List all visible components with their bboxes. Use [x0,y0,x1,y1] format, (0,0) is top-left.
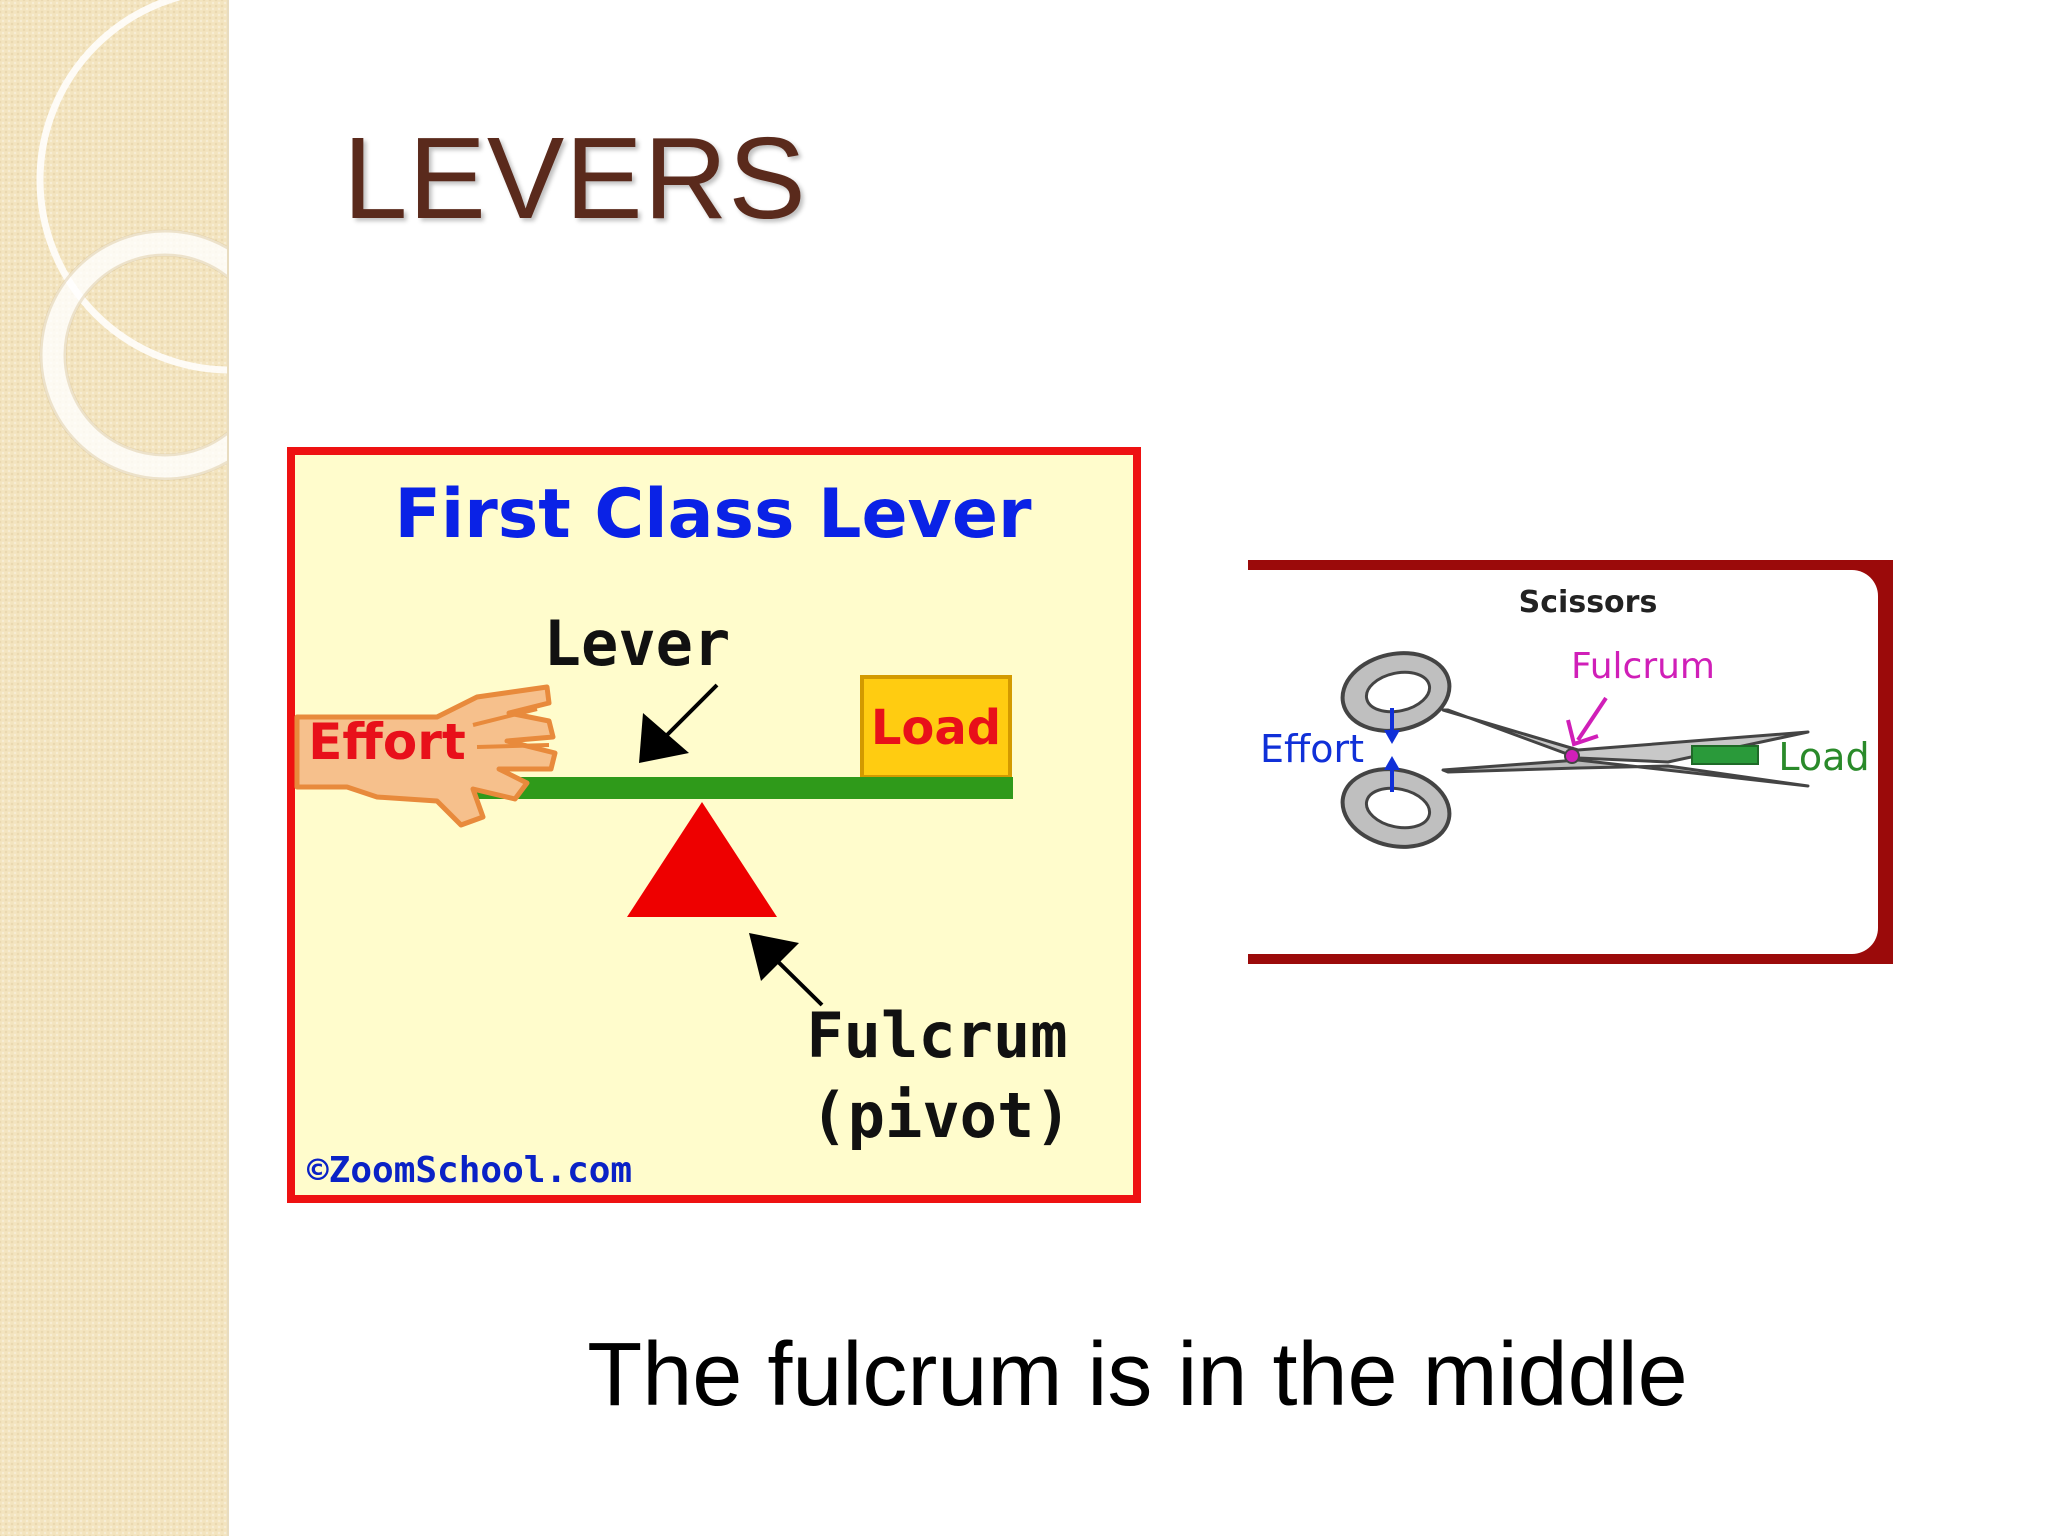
load-label: Load [871,700,1001,756]
effort-arrows-icon [1384,708,1400,792]
lever-figure-heading: First Class Lever [394,475,1032,554]
scissors-effort-label: Effort [1260,727,1364,771]
lever-label: Lever [544,607,731,680]
effort-label: Effort [308,713,466,771]
scissors-fulcrum-label: Fulcrum [1571,646,1715,687]
scissors-icon [1340,651,1810,849]
first-class-lever-figure: First Class Lever Lever Load Effort [287,447,1141,1203]
lever-beam [391,777,1013,799]
scissors-heading: Scissors [1519,585,1658,620]
hand-icon: Effort [294,684,558,828]
slide-caption: The fulcrum is in the middle [587,1325,1688,1425]
fulcrum-pointer-icon [1566,696,1608,747]
scissors-figure: Scissors [1248,560,1893,964]
decorative-side-band [0,0,229,1536]
scissors-load-label: Load [1778,735,1869,779]
pivot-label: (pivot) [810,1079,1071,1152]
lever-figure-frame [287,447,1141,1203]
fulcrum-label: Fulcrum [806,999,1067,1072]
credit-text: ©ZoomSchool.com [307,1150,632,1191]
load-box: Load [860,675,1012,779]
decorative-rings [36,0,227,481]
slide-title: LEVERS [343,113,807,243]
fulcrum-arrow-icon [749,933,824,1007]
fulcrum-triangle [627,802,777,917]
lever-arrow-icon [639,683,719,763]
